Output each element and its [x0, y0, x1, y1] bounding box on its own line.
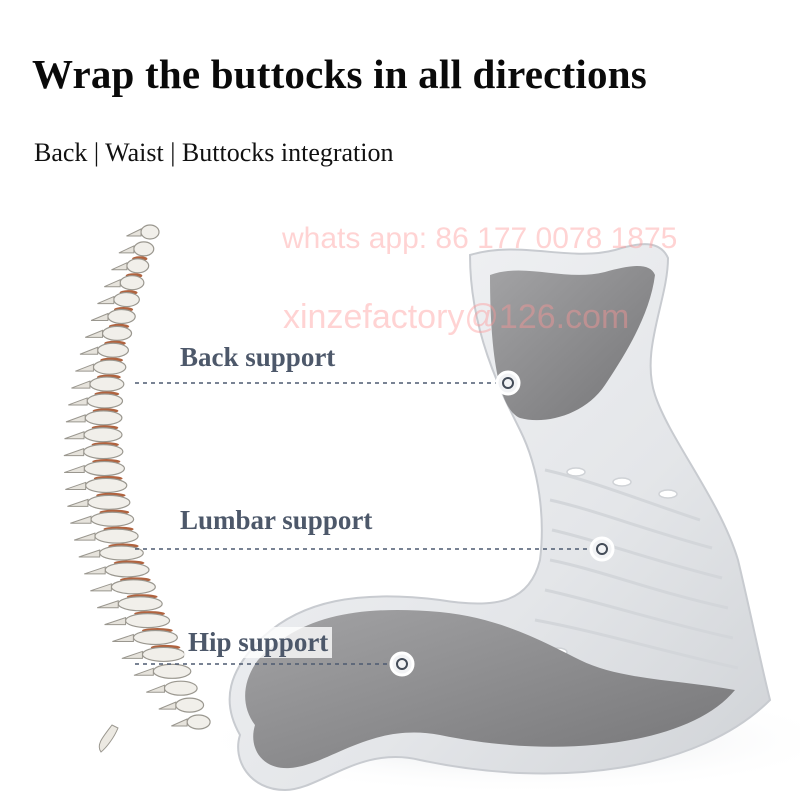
back-pad: [490, 266, 655, 421]
seat-pad: [245, 609, 735, 769]
callout-lines: [135, 382, 592, 665]
headline: Wrap the buttocks in all directions: [32, 51, 647, 97]
lumbar-ribs: [534, 468, 739, 670]
support-point-marker: [495, 370, 521, 396]
lumbar-support-label: Lumbar support: [176, 505, 377, 536]
hip-support-label: Hip support: [184, 627, 333, 658]
watermark-email: xinzefactory@126.com: [283, 298, 630, 336]
subheadline: Back | Waist | Buttocks integration: [34, 138, 394, 167]
support-markers: [389, 370, 615, 677]
posture-cushion-illustration: [228, 243, 772, 792]
support-point-marker: [589, 536, 615, 562]
spine-illustration: [63, 224, 211, 753]
support-point-marker: [389, 651, 415, 677]
watermark-phone: whats app: 86 177 0078 1875: [282, 222, 678, 255]
back-support-label: Back support: [176, 342, 340, 373]
